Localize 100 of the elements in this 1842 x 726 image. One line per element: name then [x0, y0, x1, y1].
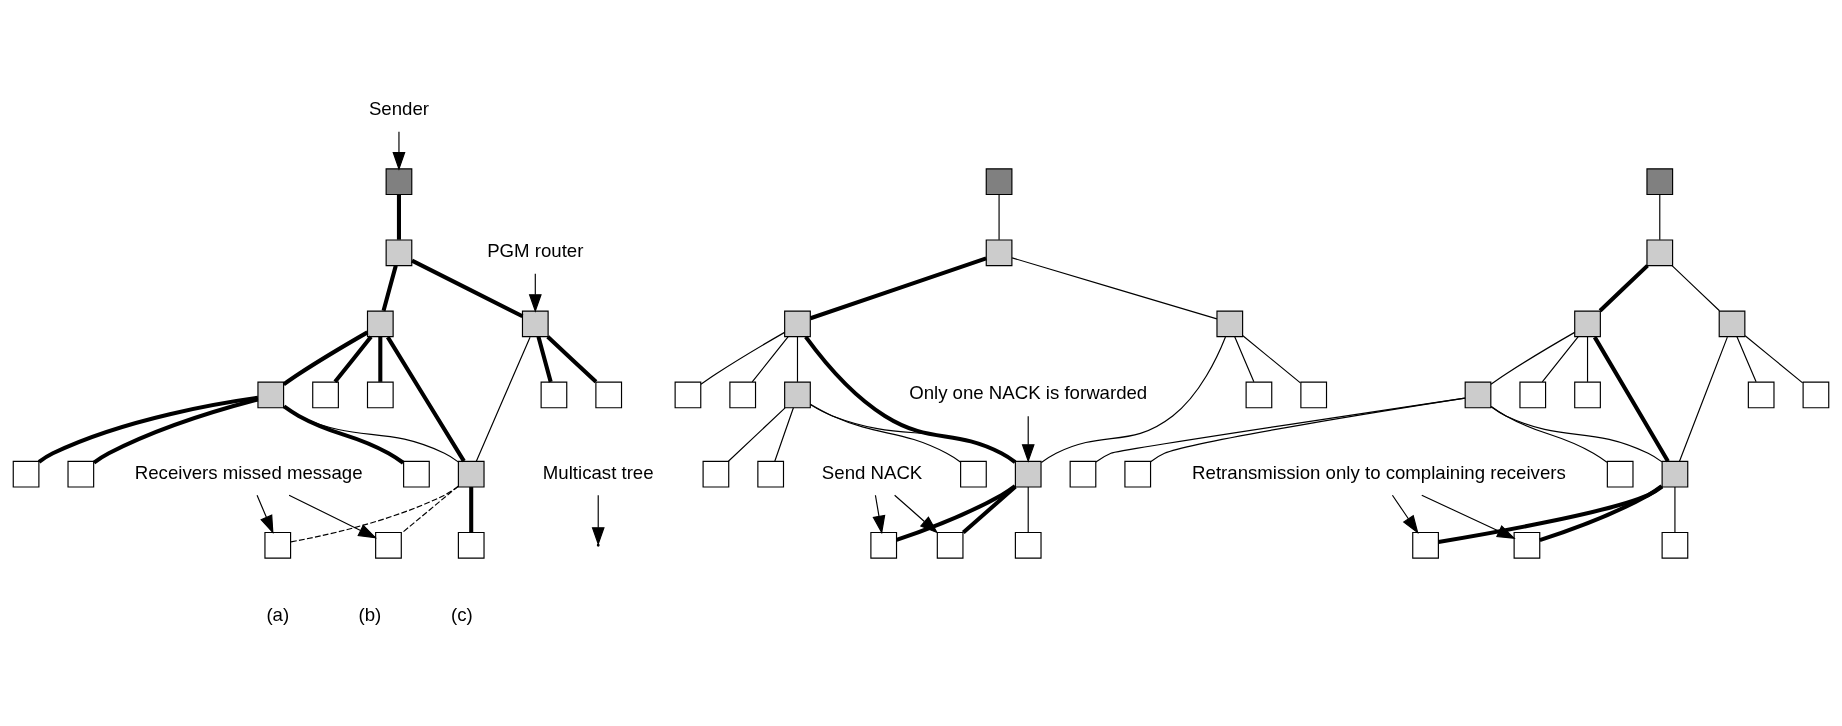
- node-box: [1747, 381, 1775, 408]
- label: (c): [451, 603, 473, 625]
- node-text: Sender: [368, 97, 429, 119]
- node-box: [312, 381, 339, 408]
- node-box: [960, 460, 987, 488]
- connector: [998, 193, 1000, 240]
- node-text: Multicast tree: [542, 461, 654, 483]
- node-box: [1574, 309, 1601, 337]
- node-box: [985, 238, 1013, 266]
- node-box: [784, 381, 811, 408]
- node-box: [1802, 381, 1830, 408]
- node-box: [1216, 309, 1244, 337]
- node-box: [1646, 238, 1674, 266]
- connector: [1674, 485, 1676, 533]
- connector: [1490, 405, 1663, 462]
- node-box: [985, 167, 1013, 195]
- connector: [1598, 263, 1649, 312]
- node-box: [457, 531, 485, 559]
- connector: [37, 395, 259, 464]
- connector: [396, 194, 401, 240]
- arrow: [256, 494, 274, 534]
- connector: [1438, 484, 1664, 544]
- connector: [1592, 335, 1670, 462]
- node-box: [67, 460, 95, 488]
- node-box: [1069, 460, 1097, 488]
- arrow: [894, 494, 939, 534]
- node-box: [1606, 460, 1634, 488]
- connector: [536, 335, 553, 382]
- connector: [809, 403, 1016, 462]
- node-box: [674, 381, 702, 408]
- connector: [378, 336, 383, 382]
- node-box: [1245, 381, 1273, 408]
- connector: [290, 485, 459, 542]
- connector: [1242, 334, 1301, 383]
- connector: [282, 330, 369, 386]
- node-box: [1014, 531, 1042, 559]
- node-text: Only one NACK is forwarded: [909, 381, 1148, 403]
- node-box: [1574, 381, 1601, 408]
- node-box: [936, 531, 964, 559]
- node-box: [1646, 167, 1674, 195]
- node-box: [595, 381, 623, 408]
- node-box: [366, 381, 394, 408]
- connector: [774, 406, 794, 462]
- connector: [333, 334, 373, 383]
- node-box: [1300, 381, 1328, 408]
- connector: [796, 335, 799, 382]
- connector: [961, 484, 1017, 534]
- connector: [1490, 405, 1608, 463]
- connector: [809, 255, 987, 320]
- connector: [283, 405, 459, 462]
- connector: [1586, 335, 1589, 382]
- node-box: [1661, 460, 1689, 488]
- node-box: [1014, 460, 1042, 488]
- connector: [1659, 193, 1661, 240]
- connector: [381, 264, 398, 311]
- node-box: [257, 381, 285, 408]
- node-box: [1513, 531, 1541, 559]
- connector: [475, 336, 531, 462]
- connector: [282, 404, 405, 464]
- connector: [1027, 485, 1029, 533]
- connector: [1744, 334, 1804, 383]
- connector: [401, 485, 459, 534]
- connector: [700, 331, 786, 385]
- node-box: [12, 460, 40, 488]
- node-text: Receivers missed message: [134, 461, 363, 483]
- connector: [386, 335, 466, 462]
- node-box: [1661, 531, 1689, 559]
- node-box: [385, 238, 413, 266]
- connector: [1678, 336, 1728, 462]
- connector: [751, 335, 789, 382]
- node-box: [1519, 381, 1547, 408]
- node-box: [366, 309, 394, 337]
- connector: [1671, 264, 1721, 311]
- node-box: [375, 531, 402, 559]
- arrow: [288, 494, 377, 538]
- arrow: [392, 130, 406, 171]
- node-text: Retransmission only to complaining receivers: [1192, 461, 1566, 483]
- connector: [1541, 335, 1579, 382]
- node-box: [870, 531, 898, 559]
- node-box: [729, 381, 757, 408]
- node-box: [264, 531, 292, 559]
- node-box: [1718, 309, 1746, 337]
- connector: [895, 483, 1017, 542]
- node-box: [1464, 381, 1492, 408]
- arrow: [591, 494, 605, 546]
- node-box: [403, 460, 430, 488]
- label: (a): [266, 603, 290, 625]
- connector: [546, 334, 598, 383]
- connector: [727, 406, 786, 462]
- connector: [1736, 335, 1757, 382]
- connector: [1150, 397, 1466, 462]
- connector: [804, 335, 1017, 464]
- node-box: [1412, 531, 1439, 559]
- connector: [1040, 335, 1227, 463]
- node-box: [540, 381, 568, 408]
- connector: [92, 396, 259, 464]
- connector: [411, 258, 524, 318]
- node-text: Send NACK: [821, 461, 923, 483]
- arrow: [1021, 415, 1035, 463]
- connector: [1095, 397, 1466, 463]
